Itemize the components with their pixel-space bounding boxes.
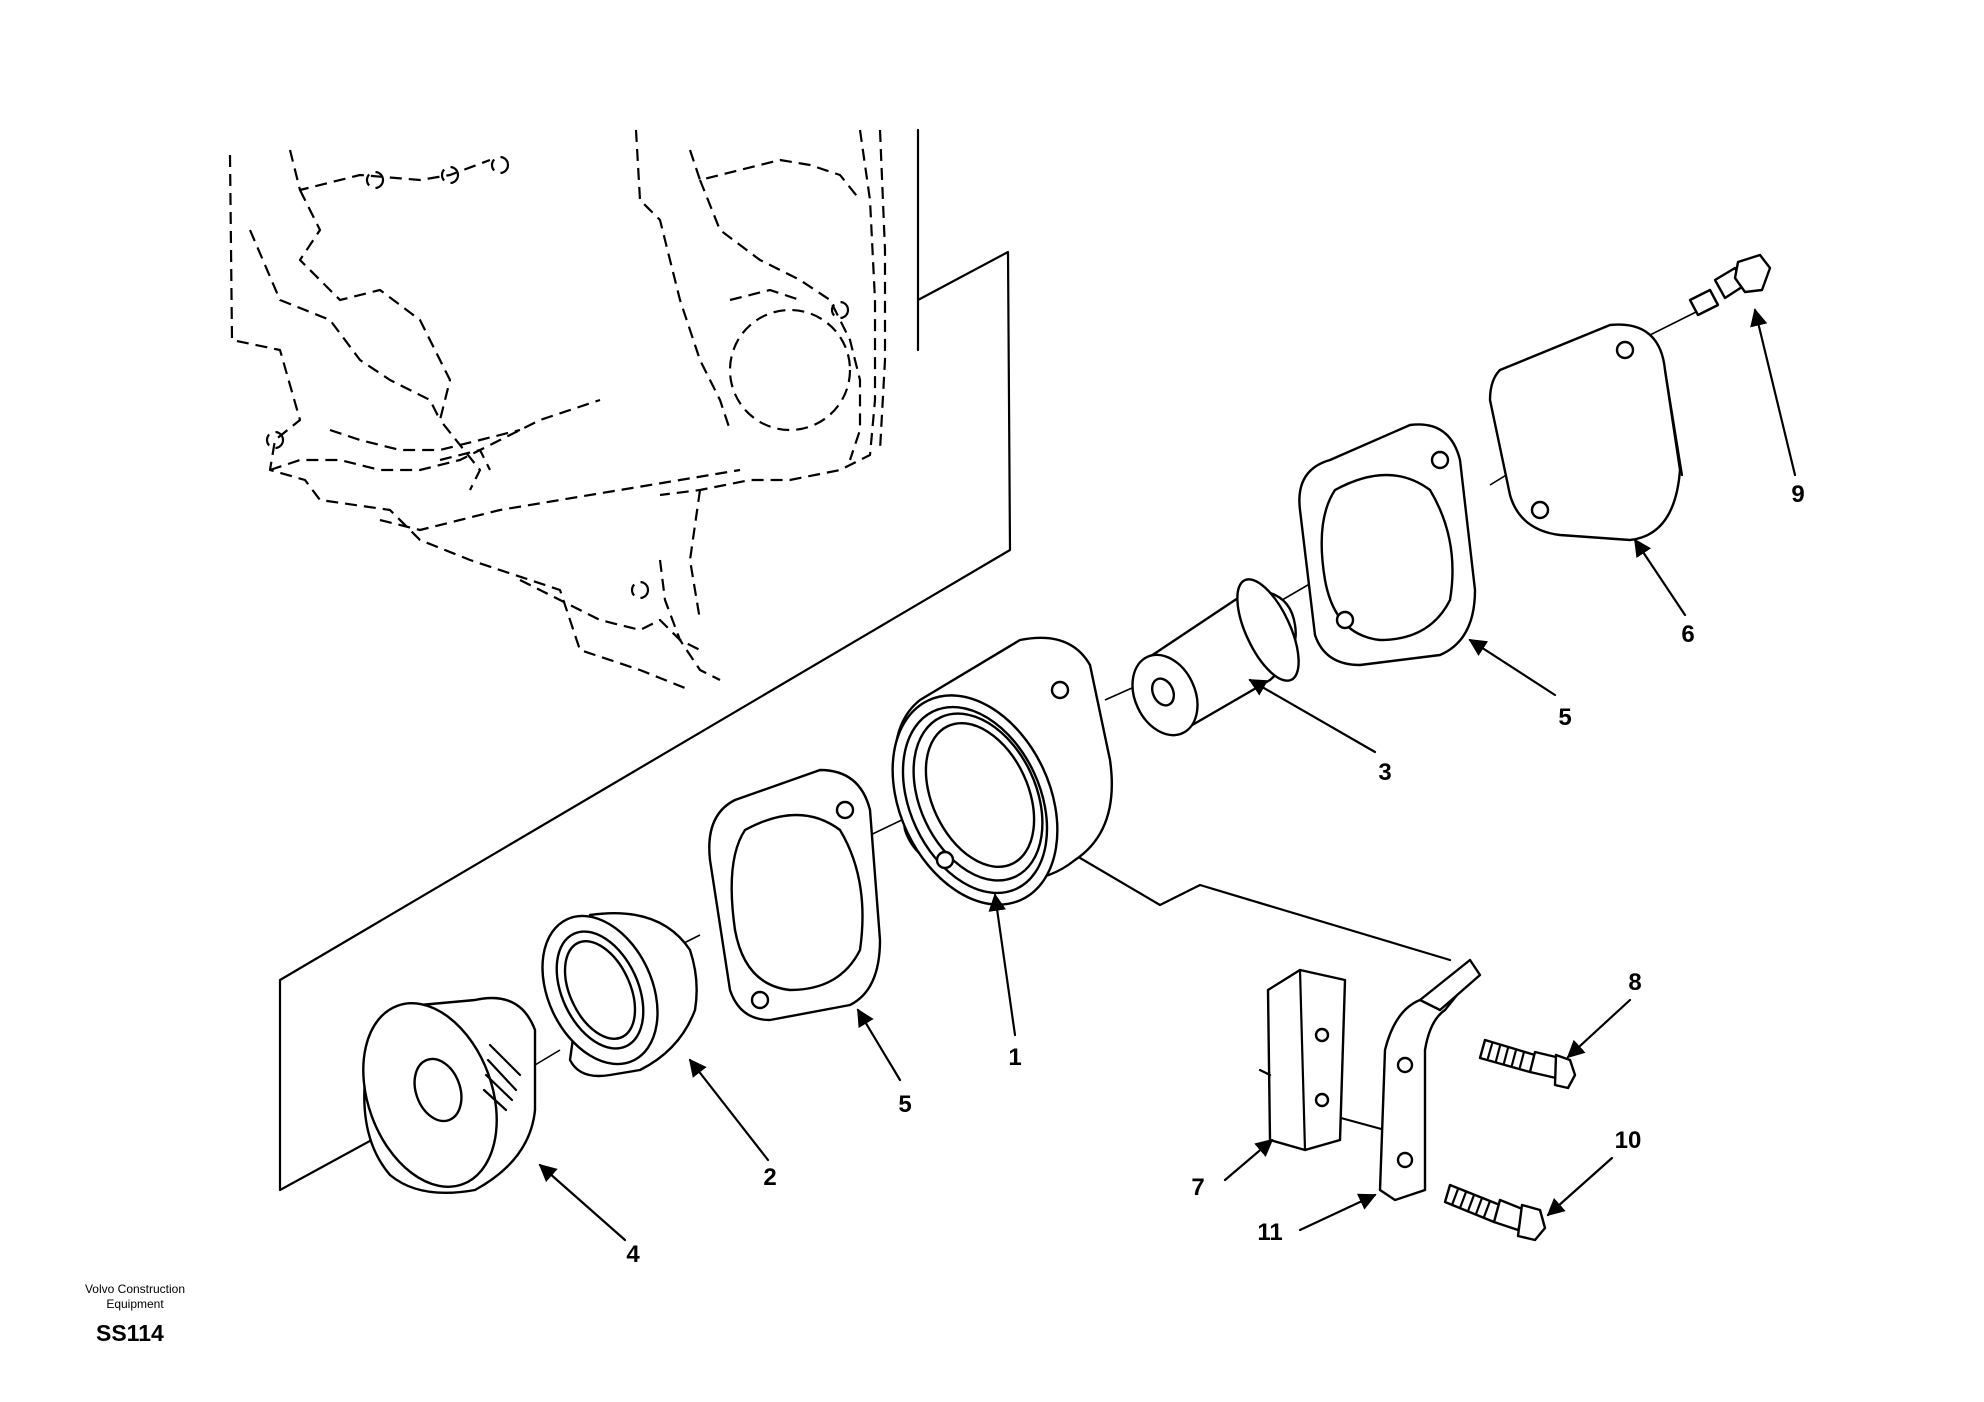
leader-10 xyxy=(1546,1156,1614,1217)
callout-5-upper: 5 xyxy=(1558,704,1571,731)
leader-7 xyxy=(1223,1138,1274,1182)
part-1-housing xyxy=(891,636,1114,906)
leader-4 xyxy=(538,1163,627,1242)
callout-10: 10 xyxy=(1615,1127,1642,1154)
leader-2 xyxy=(688,1058,770,1162)
leader-11 xyxy=(1298,1193,1377,1232)
callout-2: 2 xyxy=(763,1164,776,1191)
callout-4: 4 xyxy=(626,1241,640,1268)
part-5-gasket-upper xyxy=(1298,423,1477,667)
callout-8: 8 xyxy=(1628,969,1641,996)
engine-block-phantom xyxy=(228,129,887,692)
callout-5-lower: 5 xyxy=(898,1091,911,1118)
company-line-2: Equipment xyxy=(106,1297,164,1311)
part-6-cover xyxy=(1488,323,1684,542)
leader-5-upper xyxy=(1468,638,1557,697)
company-caption: Volvo Construction Equipment xyxy=(60,1282,210,1312)
leader-9 xyxy=(1750,308,1797,477)
part-3-shaft xyxy=(1131,578,1300,737)
callout-7: 7 xyxy=(1191,1174,1204,1201)
leader-6 xyxy=(1633,538,1687,617)
callout-9: 9 xyxy=(1791,481,1804,508)
part-5-gasket-lower xyxy=(708,768,882,1022)
company-line-1: Volvo Construction xyxy=(84,1282,186,1296)
leader-5-lower xyxy=(856,1008,902,1082)
part-4-collar xyxy=(362,996,537,1195)
part-8-bolt xyxy=(1478,1038,1577,1090)
callout-1: 1 xyxy=(1008,1044,1021,1071)
callout-11: 11 xyxy=(1257,1219,1282,1246)
diagram-code: SS114 xyxy=(96,1320,164,1346)
part-7-block xyxy=(1258,968,1347,1152)
leader-8 xyxy=(1566,998,1632,1059)
part-2-bearing xyxy=(541,911,698,1078)
part-10-bolt xyxy=(1443,1183,1547,1242)
leader-1 xyxy=(988,893,1017,1037)
part-11-bracket xyxy=(1378,958,1482,1202)
callout-labels: 1 2 3 4 5 5 6 7 8 9 10 11 xyxy=(626,481,1804,1268)
leader-arrows xyxy=(538,308,1797,1242)
part-9-bolt xyxy=(1688,253,1772,317)
callout-6: 6 xyxy=(1681,621,1694,648)
callout-3: 3 xyxy=(1378,759,1391,786)
leader-3 xyxy=(1248,678,1377,754)
